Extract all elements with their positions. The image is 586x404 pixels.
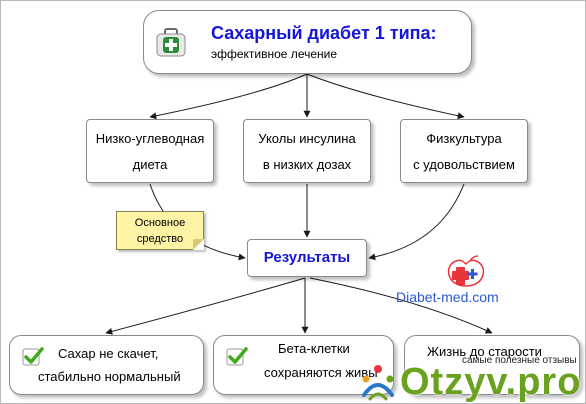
watermark-figure-icon bbox=[362, 365, 394, 401]
outcome-sugar-line-2: стабильно нормальный bbox=[38, 369, 181, 384]
check-icon bbox=[22, 347, 44, 366]
method-insulin-line-1: Уколы инсулина bbox=[258, 131, 356, 146]
edge-result-to-longlife bbox=[309, 277, 493, 334]
outcome-betacells-line-1: Бета-клетки bbox=[278, 341, 350, 356]
method-exercise-box: Физкультура с удовольствием bbox=[400, 119, 528, 183]
brand-logo: Diabet-med.com bbox=[396, 255, 536, 315]
main-subtitle: эффективное лечение bbox=[211, 47, 338, 61]
check-icon bbox=[226, 347, 248, 366]
method-exercise-line-1: Физкультура bbox=[426, 131, 502, 146]
method-diet-line-1: Низко-углеводная bbox=[95, 131, 205, 146]
outcome-longlife-box: Жизнь до старости bbox=[404, 335, 580, 395]
method-insulin-box: Уколы инсулина в низких дозах bbox=[243, 119, 371, 183]
main-topic-box: Сахарный диабет 1 типа: эффективное лече… bbox=[143, 10, 472, 74]
watermark-text: Otzyv.pro bbox=[400, 361, 582, 403]
medical-cross-apple-icon bbox=[447, 255, 485, 287]
method-exercise-line-2: с удовольствием bbox=[413, 157, 515, 172]
outcome-sugar-box: Сахар не скачет, стабильно нормальный bbox=[9, 335, 204, 395]
method-diet-line-2: диета bbox=[132, 157, 168, 172]
brand-name: Diabet-med.com bbox=[396, 289, 499, 305]
note-fold-corner bbox=[193, 239, 204, 250]
note-line-1: Основное bbox=[134, 217, 186, 229]
watermark-tagline: самые полезные отзывы bbox=[462, 355, 577, 366]
method-insulin-line-2: в низких дозах bbox=[262, 157, 352, 172]
first-aid-kit-icon bbox=[156, 28, 186, 57]
main-title: Сахарный диабет 1 типа: bbox=[211, 23, 437, 43]
sticky-note: Основное средство bbox=[116, 211, 204, 250]
method-diet-box: Низко-углеводная диета bbox=[86, 119, 214, 183]
outcome-longlife-line-1: Жизнь до старости bbox=[427, 344, 542, 359]
results-box: Результаты bbox=[247, 239, 367, 277]
edge-exercise-to-result bbox=[368, 183, 465, 261]
edge-top-to-diet bbox=[149, 73, 308, 120]
watermark: самые полезные отзывы Otzyv.pro bbox=[358, 355, 586, 404]
outcome-betacells-line-2: сохраняются живы bbox=[264, 365, 378, 380]
outcome-betacells-box: Бета-клетки сохраняются живы bbox=[213, 335, 394, 395]
note-line-2: средство bbox=[136, 233, 184, 245]
edge-top-to-exercise bbox=[306, 73, 465, 120]
edge-result-to-sugar bbox=[105, 277, 306, 335]
outcome-sugar-line-1: Сахар не скачет, bbox=[58, 346, 159, 361]
